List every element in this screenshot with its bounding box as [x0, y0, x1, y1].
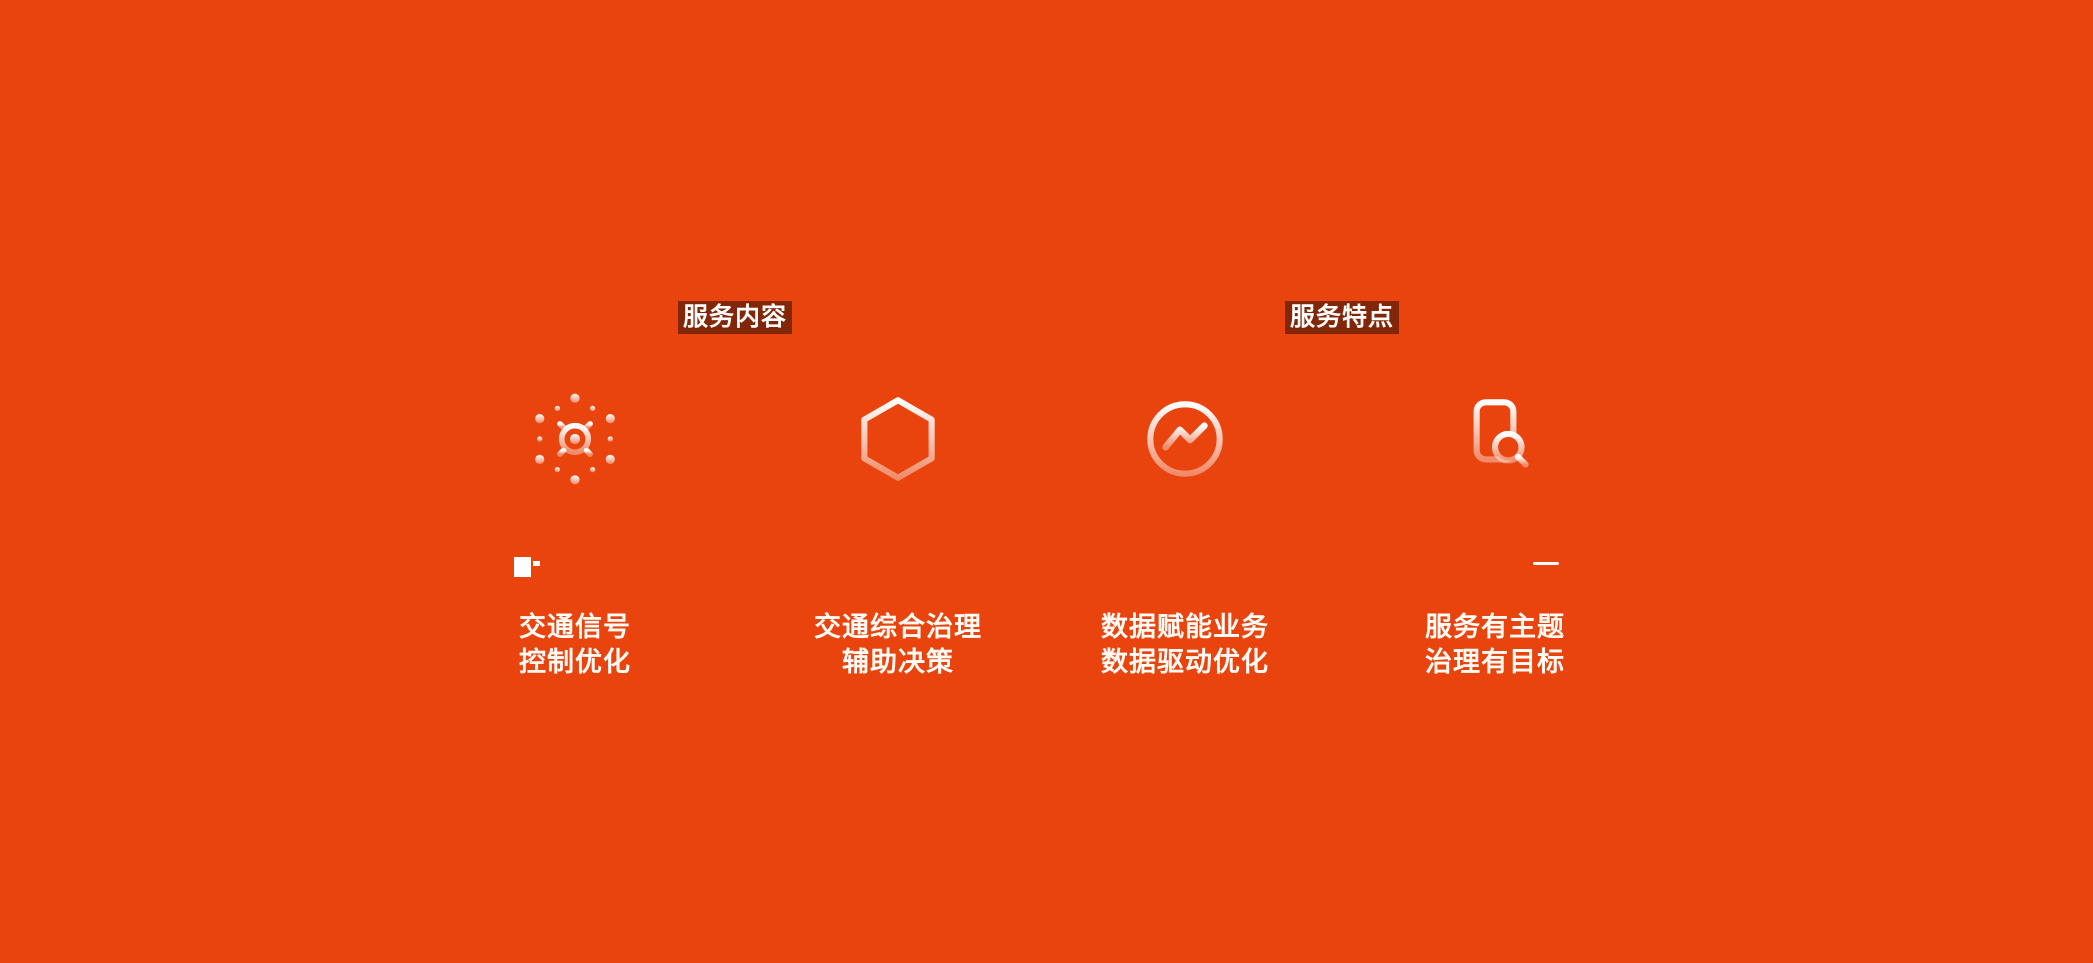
glitch-fragment [533, 561, 540, 566]
section-header-label: 服务内容 [682, 302, 788, 331]
hexagon-bar-chart-icon [847, 388, 949, 490]
document-search-icon [1444, 388, 1546, 490]
feature-title-line: 治理有目标 [1425, 647, 1565, 678]
section-header-service-features: 服务特点 [1284, 301, 1400, 334]
feature-caption: 交通信号 控制优化 [519, 610, 631, 680]
trend-line-circle-icon [1134, 388, 1236, 490]
feature-title-line: 交通信号 [519, 612, 631, 643]
feature-card-data-empowerment: 数据赋能业务 数据驱动优化 [1035, 388, 1335, 680]
feature-title-line: 控制优化 [519, 647, 631, 678]
feature-card-traffic-signal: 交通信号 控制优化 [425, 388, 725, 680]
feature-title-line: 服务有主题 [1425, 612, 1565, 643]
glitch-fragment [1533, 562, 1559, 565]
feature-caption: 数据赋能业务 数据驱动优化 [1101, 610, 1269, 680]
feature-caption: 服务有主题 治理有目标 [1425, 610, 1565, 680]
section-header-service-content: 服务内容 [677, 301, 793, 334]
feature-card-themed-service: 服务有主题 治理有目标 [1345, 388, 1645, 680]
section-header-label: 服务特点 [1289, 302, 1395, 331]
feature-title-line: 辅助决策 [842, 647, 954, 678]
feature-title-line: 交通综合治理 [814, 612, 982, 643]
glitch-fragment [514, 557, 531, 577]
feature-caption: 交通综合治理 辅助决策 [814, 610, 982, 680]
feature-title-line: 数据赋能业务 [1101, 612, 1269, 643]
feature-card-comprehensive-governance: 交通综合治理 辅助决策 [748, 388, 1048, 680]
feature-title-line: 数据驱动优化 [1101, 647, 1269, 678]
gear-network-icon [524, 388, 626, 490]
